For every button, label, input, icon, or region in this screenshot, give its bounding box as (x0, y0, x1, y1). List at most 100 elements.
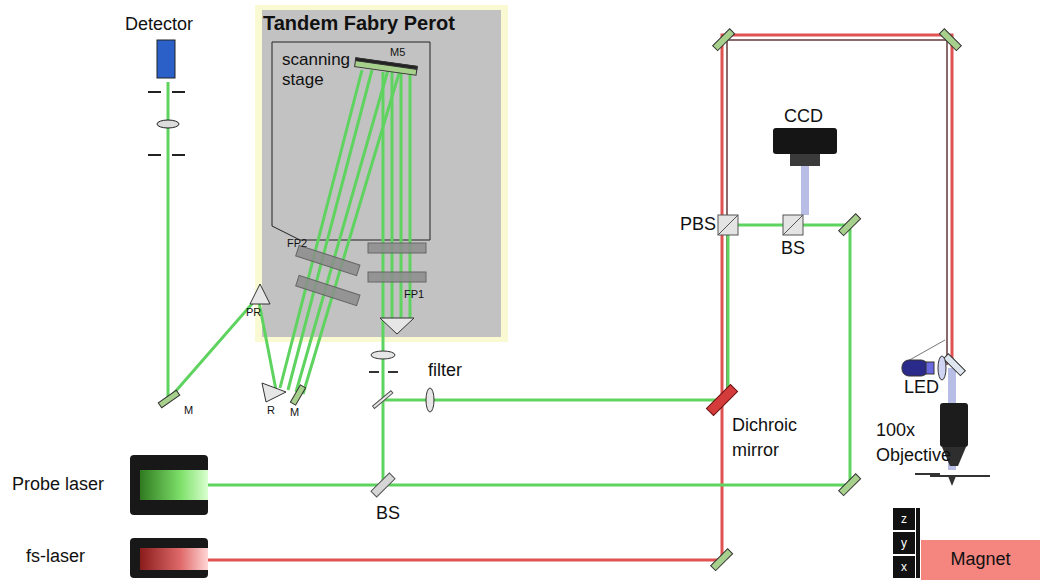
mirror (158, 390, 179, 408)
fabry-perot-plates (368, 243, 426, 253)
detector (148, 91, 161, 93)
node-text: z (901, 512, 907, 526)
dichroic-mirror (706, 384, 737, 415)
laser-body (140, 548, 208, 570)
prism (380, 318, 414, 334)
callout-label: PR (246, 306, 261, 319)
fabry-perot-plates (368, 272, 426, 282)
node-text: x (901, 560, 907, 574)
part-label: LED (904, 377, 939, 399)
laser-body (130, 455, 208, 578)
node-text: y (901, 536, 907, 550)
axis-stage: y (893, 532, 915, 554)
node-text: Tandem Fabry Perot (263, 11, 500, 35)
mirror (943, 354, 965, 376)
mirror (839, 474, 861, 496)
dichroic-mirror (706, 384, 737, 415)
magnet-block: Magnet (921, 540, 1040, 580)
lens (388, 371, 398, 373)
mirror (158, 29, 965, 571)
part-label: PBS (680, 214, 716, 236)
prism (250, 284, 414, 402)
probe-laser-beam (168, 82, 276, 400)
callout-label: M5 (390, 46, 405, 59)
fabry-perot-plates (296, 245, 360, 275)
stage-mount (916, 508, 920, 578)
led (926, 362, 934, 374)
laser-body (130, 455, 208, 515)
fs-laser-beam (208, 35, 952, 560)
part-label: Detector (125, 14, 193, 36)
part-label: BS (376, 503, 400, 525)
instrument-panel: Tandem Fabry Perot scanning stage (255, 5, 508, 342)
fs-laser-beam (727, 40, 947, 400)
led (902, 340, 946, 380)
part-label: filter (428, 360, 462, 382)
detector (172, 91, 185, 93)
beam-splitter (783, 215, 803, 235)
callout-label: R (267, 404, 275, 417)
prism (250, 284, 270, 304)
prism (262, 383, 286, 402)
part-label: BS (781, 238, 805, 260)
part-label: Probe laser (12, 474, 104, 496)
beam-splitter (718, 215, 738, 235)
probe-laser-beam (168, 70, 850, 485)
lens (369, 351, 434, 412)
uv-light-path (805, 160, 952, 470)
part-label: 100x Objective (876, 418, 948, 468)
axis-stage: x (893, 556, 915, 578)
probe-laser-beam (296, 70, 388, 392)
lens (426, 388, 434, 412)
lens (371, 351, 395, 359)
callout-label: M (184, 404, 193, 417)
ccd-camera (790, 154, 820, 166)
mirror (355, 58, 418, 76)
laser-body (140, 470, 208, 500)
axis-stage: z (893, 508, 915, 530)
lens (369, 371, 379, 373)
fabry-perot-housing (272, 42, 430, 240)
objective (948, 476, 956, 486)
mirror (711, 549, 733, 571)
detector (157, 120, 179, 128)
part-label: CCD (784, 106, 823, 128)
mirror (355, 58, 417, 70)
mirror (939, 29, 961, 51)
probe-laser-beam (280, 70, 362, 388)
uv-light-path (801, 160, 809, 215)
mirror (713, 29, 735, 51)
objective (940, 403, 968, 447)
detector (148, 40, 185, 155)
detector (157, 40, 175, 78)
ccd-camera (773, 128, 837, 166)
probe-laser-beam (303, 70, 400, 394)
probe-laser-beam (288, 70, 372, 390)
callout-label: FP2 (287, 237, 307, 250)
part-label: fs-laser (26, 546, 85, 568)
part-label: Dichroic mirror (732, 413, 832, 463)
probe-laser-beam (208, 225, 850, 485)
callout-label: FP1 (404, 288, 424, 301)
ccd-camera (773, 128, 837, 154)
laser-body (130, 538, 208, 578)
detector (148, 154, 161, 156)
stage-mount (916, 508, 920, 578)
objective (915, 403, 990, 486)
node-text: scanning stage (282, 50, 392, 91)
beam-splitter (371, 473, 395, 497)
beam-splitter (718, 215, 738, 235)
detector (172, 154, 185, 156)
fabry-perot-plates (296, 275, 360, 305)
mirror (839, 214, 861, 236)
led (938, 356, 946, 380)
stage-region: scanning stage (272, 42, 430, 240)
mirror (290, 385, 305, 405)
fs-laser-beam (208, 35, 952, 560)
beam-splitter (373, 391, 393, 409)
led (902, 360, 928, 376)
objective (930, 475, 990, 477)
objective (915, 473, 940, 475)
callout-label: M (290, 406, 299, 419)
